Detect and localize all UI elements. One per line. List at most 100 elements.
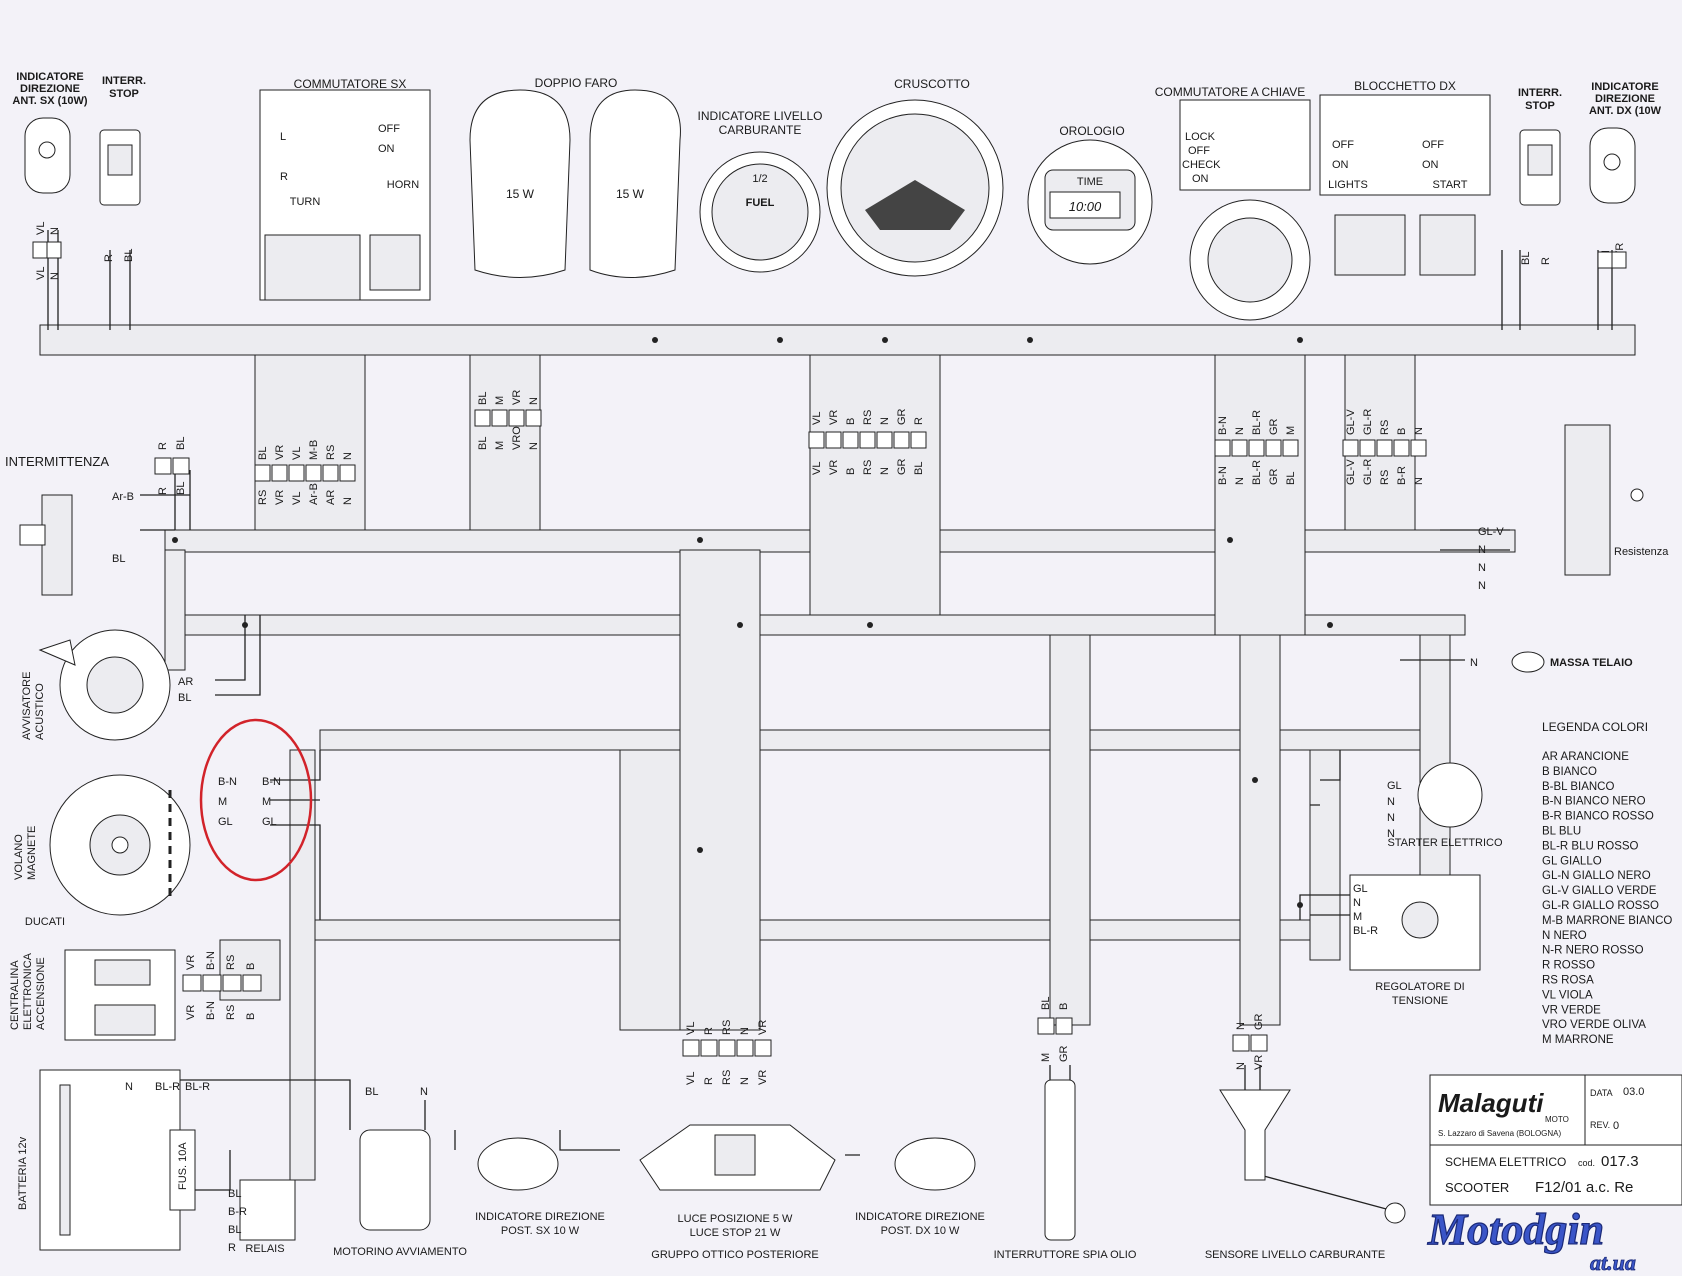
- faro-top-cell: [525, 409, 542, 427]
- resistenza-code: GL-V: [1478, 526, 1504, 538]
- brand-logo: Malaguti: [1438, 1088, 1544, 1118]
- ind-post-sx-label-1: INDICATORE DIREZIONE: [475, 1211, 605, 1223]
- legend-item: M-B MARRONE BIANCO: [1542, 915, 1672, 927]
- comm-sx-top-code: M-B: [308, 440, 320, 460]
- stop-sx-code: BL: [123, 249, 135, 262]
- volano-l-code: M: [218, 796, 227, 808]
- data-value: 03.0: [1623, 1086, 1644, 1098]
- avvisatore-acustico: AVVISATORE ACUSTICO: [21, 629, 171, 741]
- centr-top-cell: [222, 974, 242, 992]
- olio-bot-code: M: [1040, 1053, 1052, 1062]
- faro-bot-code: N: [528, 442, 540, 450]
- luce-posizione-label: LUCE POSIZIONE 5 W: [678, 1213, 794, 1225]
- sensore-bot-code: N: [1235, 1062, 1247, 1070]
- ind-post-dx: INDICATORE DIREZIONE POST. DX 10 W: [855, 1137, 985, 1237]
- blocc-bot-code: RS: [1379, 470, 1391, 485]
- legend-item: B BIANCO: [1542, 766, 1597, 778]
- motorino: MOTORINO AVVIAMENTO: [333, 1129, 467, 1258]
- legend-item: B-R BIANCO ROSSO: [1542, 811, 1654, 823]
- volano-r-code: B-N: [262, 776, 281, 788]
- chiave-top-code: M: [1285, 426, 1297, 435]
- regolatore-label-2: TENSIONE: [1392, 995, 1448, 1007]
- centr-top-code: VR: [185, 955, 197, 970]
- legend-item: AR ARANCIONE: [1542, 751, 1629, 763]
- regolatore-code: N: [1353, 897, 1361, 909]
- orologio: OROLOGIO TIME 10:00: [1027, 124, 1153, 265]
- switch-l-label: L: [280, 131, 286, 143]
- indicator-front-right: INDICATORE DIREZIONE ANT. DX (10W: [1589, 81, 1662, 204]
- rear-top-cell: [736, 1039, 754, 1057]
- sensore-top-cell: [1250, 1034, 1268, 1052]
- olio-top-code: B: [1058, 1003, 1070, 1010]
- lights-off-label: OFF: [1332, 139, 1354, 151]
- crusc-top-cell: [842, 431, 859, 449]
- centr-bot-code: VR: [185, 1005, 197, 1020]
- regolatore: REGOLATORE DI TENSIONE: [1349, 874, 1481, 1007]
- cod-label: cod.: [1578, 1158, 1595, 1168]
- batt-code: N: [125, 1081, 133, 1093]
- rear-bot-code: N: [739, 1077, 751, 1085]
- chiave-bot-code: B-N: [1217, 466, 1229, 485]
- relais-code: BL: [228, 1224, 241, 1236]
- blocc-top-cell: [1393, 439, 1410, 457]
- fuel-half-mark: 1/2: [752, 173, 767, 185]
- motor-code: N: [420, 1086, 428, 1098]
- cruscotto: CRUSCOTTO: [826, 77, 1004, 277]
- intermittenza-label: INTERMITTENZA: [5, 454, 109, 469]
- spia-olio: INTERRUTTORE SPIA OLIO: [994, 1079, 1137, 1261]
- ind-sx-code: VL: [35, 222, 47, 235]
- volano-label-1: VOLANO: [13, 834, 25, 880]
- interr-dx-label-1: INTERR.: [1518, 87, 1562, 99]
- blocc-top-code: GL-V: [1345, 409, 1357, 435]
- volano-magnete: VOLANO MAGNETE DUCATI: [13, 774, 191, 928]
- start-label: START: [1432, 179, 1467, 191]
- intermittenza-code: R: [157, 442, 169, 450]
- turn-label: TURN: [290, 196, 321, 208]
- highlight-circle: [199, 718, 313, 882]
- avvisatore-code: AR: [178, 676, 193, 688]
- comm-sx-bot-code: RS: [257, 490, 269, 505]
- comm-sx-top-cell: [254, 464, 271, 482]
- batt-code: BL-R: [155, 1081, 180, 1093]
- ind-sx-cell: [46, 241, 62, 259]
- blocc-top-cell: [1359, 439, 1376, 457]
- blocc-bot-code: B-R: [1396, 466, 1408, 485]
- chiave-top-code: GR: [1268, 418, 1280, 435]
- orologio-label: OROLOGIO: [1059, 124, 1124, 138]
- stop-switch-left: INTERR. STOP: [99, 75, 146, 206]
- rear-top-code: VL: [685, 1022, 697, 1035]
- faro-bot-code: VRO: [511, 426, 523, 450]
- legend-item: VRO VERDE OLIVA: [1542, 1019, 1646, 1031]
- relais-code: BL: [228, 1188, 241, 1200]
- crusc-top-cell: [893, 431, 910, 449]
- motorino-label: MOTORINO AVVIAMENTO: [333, 1246, 467, 1258]
- chiave-top-cell: [1214, 439, 1231, 457]
- key-off-label: OFF: [1188, 145, 1210, 157]
- starter-code: N: [1387, 796, 1395, 808]
- crusc-bot-code: BL: [913, 462, 925, 475]
- centr-top-cell: [182, 974, 202, 992]
- legend-item: VL VIOLA: [1542, 989, 1593, 1001]
- starter-label: STARTER ELETTRICO: [1387, 837, 1503, 849]
- fuel-gauge: INDICATORE LIVELLO CARBURANTE 1/2 FUEL: [698, 109, 822, 273]
- crusc-top-code: GR: [896, 408, 908, 425]
- stop-switch-right: INTERR. STOP: [1518, 87, 1562, 206]
- faro-right-watt: 15 W: [616, 187, 645, 201]
- chiave-bot-code: N: [1234, 477, 1246, 485]
- legend-item: BL-R BLU ROSSO: [1542, 840, 1639, 852]
- starter-code: GL: [1387, 780, 1402, 792]
- starter-elettrico: STARTER ELETTRICO: [1387, 762, 1503, 849]
- crusc-bot-code: GR: [896, 458, 908, 475]
- legend-item: GL GIALLO: [1542, 855, 1602, 867]
- clock-time-label: TIME: [1077, 176, 1103, 188]
- sensore-top-cell: [1232, 1034, 1250, 1052]
- crusc-top-code: N: [879, 417, 891, 425]
- chiave-top-cell: [1231, 439, 1248, 457]
- volano-l-code: B-N: [218, 776, 237, 788]
- starter-code: N: [1387, 812, 1395, 824]
- comm-sx-bot-code: AR: [325, 490, 337, 505]
- legend-item: B-BL BIANCO: [1542, 781, 1614, 793]
- chiave-top-cell: [1265, 439, 1282, 457]
- legend-item: BL BLU: [1542, 826, 1581, 838]
